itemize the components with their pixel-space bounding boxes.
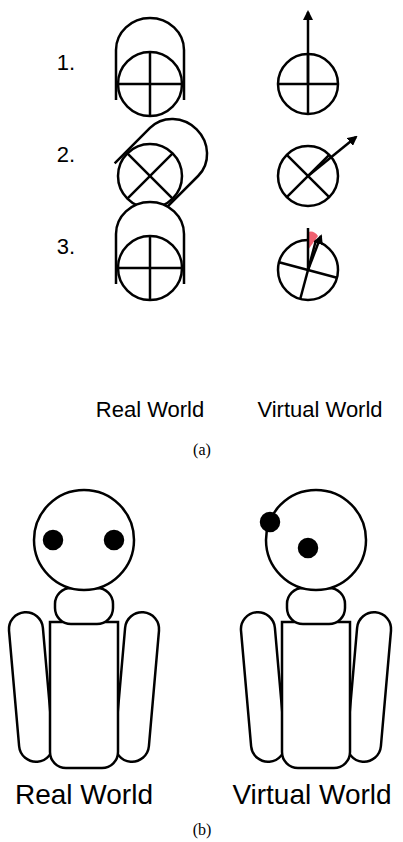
row-number: 3. (57, 236, 75, 258)
virtual-head (266, 134, 356, 219)
panel-label: Real World (96, 399, 204, 421)
virtual-head-drift (271, 228, 344, 307)
panel-label: Virtual World (257, 399, 382, 421)
person-figure (8, 490, 161, 768)
subfigure-label: (a) (193, 442, 211, 458)
row-number: 1. (57, 52, 75, 74)
virtual-head (278, 12, 338, 114)
panel-label: Virtual World (232, 781, 391, 809)
head-top-view (116, 202, 184, 300)
panel-label: Real World (15, 781, 153, 809)
row-number: 2. (57, 144, 75, 166)
subfigure-label: (b) (193, 822, 212, 838)
person-figure (240, 490, 393, 768)
head-top-view (116, 18, 184, 116)
